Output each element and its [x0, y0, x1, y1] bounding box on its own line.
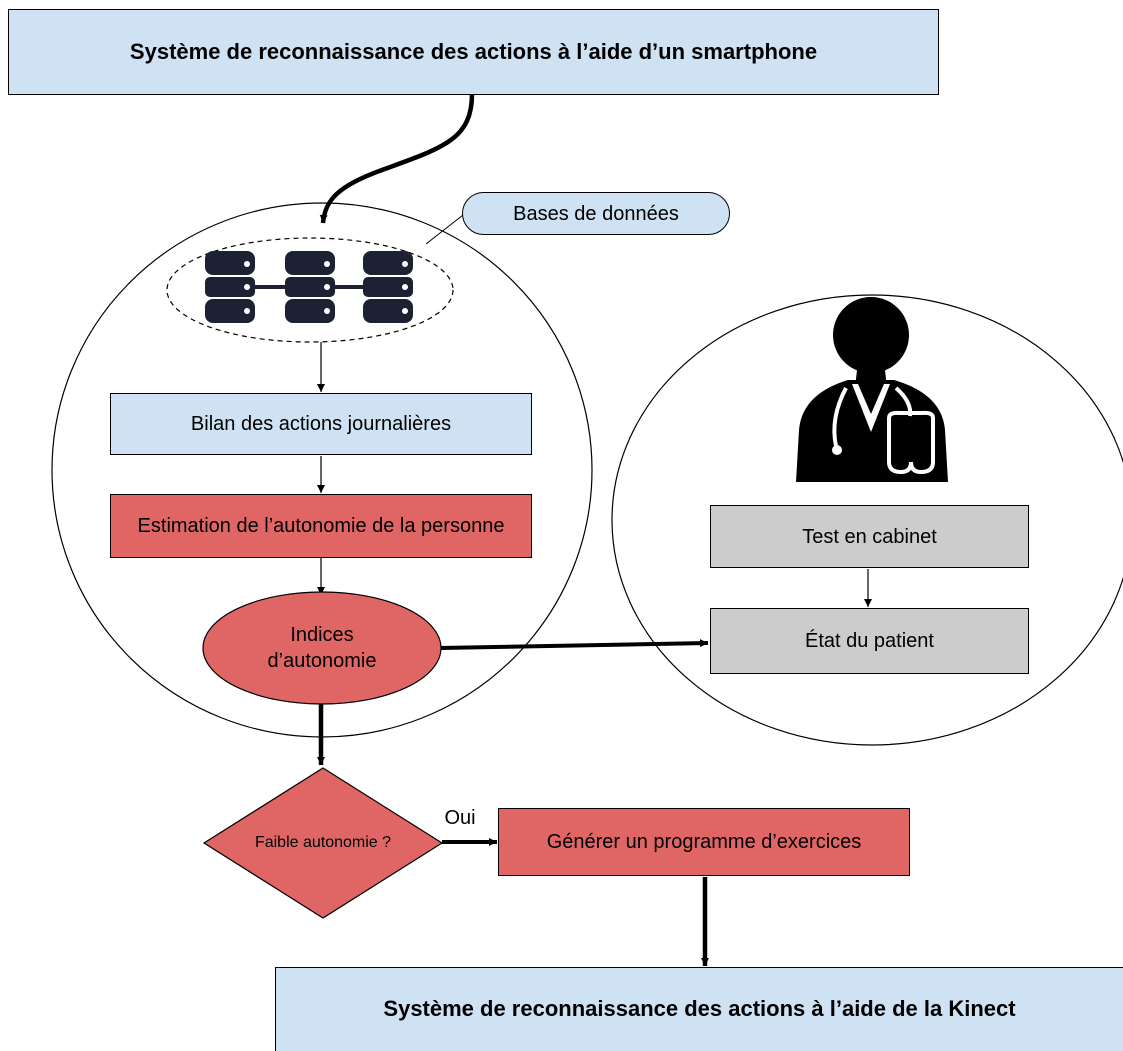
- database-icon: [205, 251, 255, 323]
- kinect-system-box: Système de reconnaissance des actions à …: [275, 967, 1123, 1051]
- autonomy-estimation-label: Estimation de l’autonomie de la personne: [137, 515, 505, 537]
- databases-label: Bases de données: [513, 202, 679, 225]
- office-test-box: Test en cabinet: [710, 505, 1029, 568]
- office-test-label: Test en cabinet: [802, 525, 937, 548]
- autonomy-indices-node: [202, 591, 442, 705]
- smartphone-system-label: Système de reconnaissance des actions à …: [129, 38, 818, 64]
- smartphone-system-box: Système de reconnaissance des actions à …: [8, 9, 939, 95]
- daily-summary-label: Bilan des actions journalières: [190, 413, 452, 435]
- autonomy-indices-label: Indices d’autonomie: [267, 624, 377, 672]
- kinect-system-label: Système de reconnaissance des actions à …: [383, 996, 1016, 1022]
- database-icon: [363, 251, 413, 323]
- exercise-program-box: Générer un programme d’exercices: [498, 808, 910, 876]
- yes-branch-text: Oui: [430, 804, 490, 832]
- database-group-outline: [166, 237, 454, 343]
- database-icon: [285, 251, 335, 323]
- doctor-icon: [796, 297, 948, 482]
- arrow-smartphone-to-databases: [319, 93, 475, 224]
- yes-branch-label: Oui: [444, 807, 476, 829]
- low-autonomy-decision-node: [202, 767, 444, 919]
- daily-summary-box: Bilan des actions journalières: [110, 393, 532, 455]
- callout-connector: [425, 214, 464, 245]
- decision-text: Faible autonomie ?: [214, 829, 432, 857]
- patient-state-label: État du patient: [805, 630, 934, 652]
- databases-callout: Bases de données: [462, 192, 730, 235]
- arrow-indices-to-patient-state: [439, 639, 709, 650]
- autonomy-estimation-box: Estimation de l’autonomie de la personne: [110, 494, 532, 558]
- autonomy-indices-text: Indices d’autonomie: [235, 612, 409, 684]
- clinician-circle: [611, 294, 1123, 746]
- low-autonomy-decision-label: Faible autonomie ?: [254, 833, 392, 851]
- patient-state-box: État du patient: [710, 608, 1029, 674]
- exercise-program-label: Générer un programme d’exercices: [546, 831, 862, 853]
